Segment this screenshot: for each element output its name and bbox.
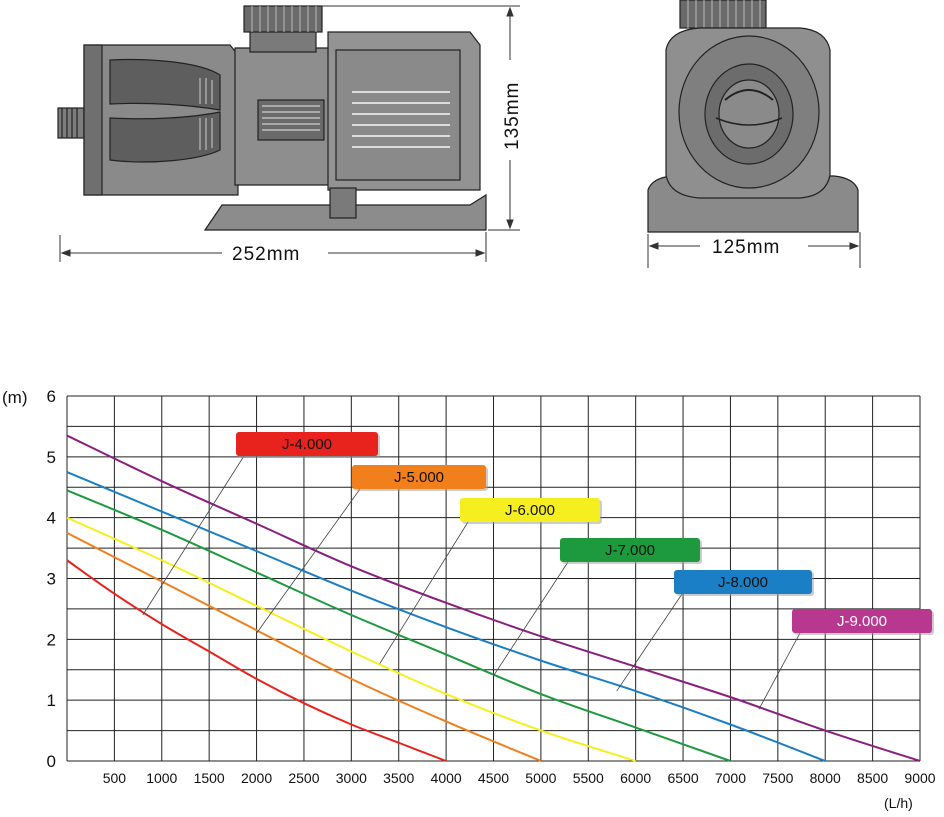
x-tick-label: 4000	[431, 770, 462, 786]
series-label-box	[236, 432, 378, 456]
series-label-box	[560, 538, 700, 562]
series-label-text: J-8.000	[718, 574, 768, 591]
x-tick-label: 5500	[573, 770, 604, 786]
pump-performance-chart: 500 1000 1500 2000 2500 3000 3500 4000 4500 5000 5…	[2, 387, 936, 811]
x-tick-label: 6500	[667, 770, 698, 786]
x-tick-label: 8500	[857, 770, 888, 786]
leader-line	[616, 593, 683, 692]
leader-line	[256, 488, 361, 634]
x-tick-label: 8000	[810, 770, 841, 786]
y-tick-label: 1	[47, 691, 56, 710]
pump-front-view	[647, 0, 859, 233]
label-leader-lines	[142, 455, 801, 710]
pump-side-view	[57, 5, 487, 231]
height-dimension-label: 135mm	[502, 82, 523, 150]
length-dimension-label: 252mm	[232, 244, 300, 265]
y-axis-ticks: 0 1 2 3 4 5 6	[47, 387, 56, 771]
series-line-J-5.000	[66, 531, 542, 762]
series-label-text: J-5.000	[394, 469, 444, 486]
x-tick-label: 3500	[383, 770, 414, 786]
dimension-lines-front	[647, 232, 861, 268]
y-tick-label: 3	[47, 570, 56, 589]
series-label-box	[460, 498, 600, 522]
series-label-text: J-7.000	[605, 542, 655, 559]
x-tick-label: 3000	[336, 770, 367, 786]
series-label-box	[674, 570, 812, 594]
leader-line	[758, 632, 801, 710]
leader-line	[142, 455, 245, 616]
series-line-J-6.000	[66, 516, 636, 762]
x-tick-label: 7500	[762, 770, 793, 786]
series-label-box	[792, 609, 932, 633]
x-tick-label: 9000	[904, 770, 935, 786]
pump-dimension-drawing: 252mm 135mm 125mm	[57, 0, 861, 268]
series-line-J-4.000	[66, 559, 447, 762]
series-labels: J-4.000J-5.000J-6.000J-7.000J-8.000J-9.0…	[236, 432, 934, 635]
x-tick-label: 1000	[146, 770, 177, 786]
y-tick-label: 4	[47, 509, 56, 528]
x-tick-label: 4500	[478, 770, 509, 786]
width-dimension-label: 125mm	[712, 237, 780, 258]
x-tick-label: 2000	[241, 770, 272, 786]
x-tick-label: 2500	[288, 770, 319, 786]
series-label-text: J-6.000	[505, 502, 555, 519]
series-line-J-7.000	[66, 489, 731, 762]
series-line-J-9.000	[66, 434, 921, 762]
x-axis-ticks: 500 1000 1500 2000 2500 3000 3500 4000 4500 5000 5…	[103, 770, 936, 786]
series-label-text: J-4.000	[282, 436, 332, 453]
y-tick-label: 0	[47, 752, 56, 771]
x-tick-label: 5000	[525, 770, 556, 786]
x-tick-label: 6000	[620, 770, 651, 786]
leader-line	[379, 521, 469, 664]
series-line-J-8.000	[66, 471, 826, 762]
x-tick-label: 1500	[194, 770, 225, 786]
y-tick-label: 6	[47, 387, 56, 406]
dimension-lines-side	[59, 5, 520, 262]
chart-curves	[66, 434, 921, 762]
y-tick-label: 2	[47, 630, 56, 649]
y-tick-label: 5	[47, 448, 56, 467]
x-axis-label: (L/h)	[884, 795, 913, 811]
series-label-text: J-9.000	[837, 613, 887, 630]
x-tick-label: 7000	[715, 770, 746, 786]
x-tick-label: 500	[103, 770, 127, 786]
y-axis-label: (m)	[2, 388, 27, 407]
series-label-box	[352, 465, 486, 489]
leader-line	[493, 561, 569, 677]
